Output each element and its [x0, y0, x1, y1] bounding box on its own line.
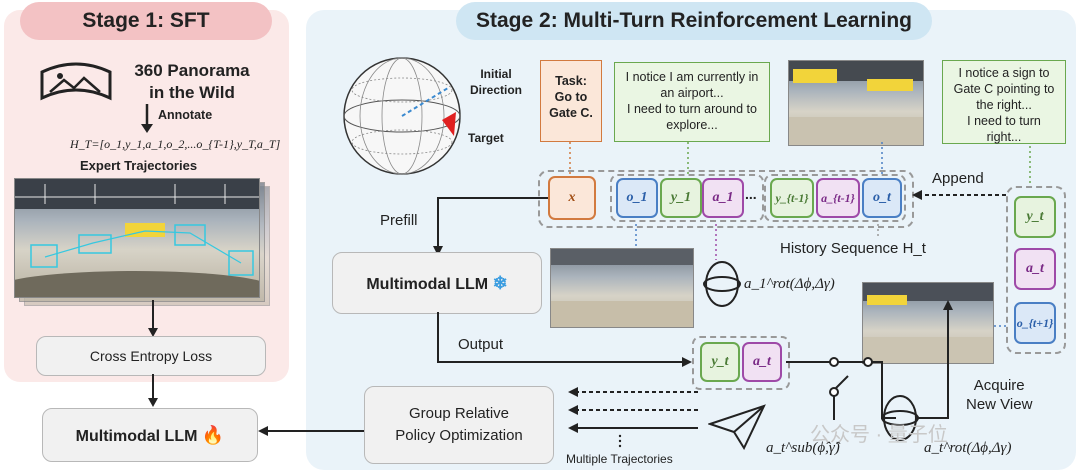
token-ot: o_t — [862, 178, 902, 218]
token-append-ot1: o_{t+1} — [1014, 302, 1056, 344]
append-arrow — [912, 190, 1006, 200]
thought1-line2: an airport... — [660, 86, 724, 100]
token-y1: y_1 — [660, 178, 702, 218]
step1-view-scene — [551, 249, 693, 327]
stage2-llm-box: Multimodal LLM ❄ — [332, 252, 542, 314]
stage2-llm-label: Multimodal LLM — [366, 276, 489, 293]
task-line2: Go to — [554, 90, 588, 104]
thought1-line1: I notice I am currently in — [625, 70, 759, 84]
thought1-line4: explore... — [666, 118, 718, 132]
task-line3: Gate C. — [549, 106, 593, 120]
current-view-scene — [789, 61, 923, 145]
snowflake-icon: ❄ — [492, 273, 508, 293]
sub-action-label: a_t^sub(ϕ̂,γ̂) — [766, 440, 840, 456]
step1-group — [610, 174, 764, 222]
prefill-label: Prefill — [380, 212, 418, 229]
panorama-icon — [40, 62, 112, 101]
rotation-icon-2 — [881, 395, 919, 441]
grpo-box: Group Relative Policy Optimization — [364, 386, 554, 464]
stage2-title: Stage 2: Multi-Turn Reinforcement Learni… — [456, 2, 932, 40]
switch-diagram — [786, 300, 953, 420]
step1-view-image — [550, 248, 694, 328]
grpo-line2: Policy Optimization — [395, 427, 523, 444]
step-t-group — [764, 174, 906, 222]
append-group — [1006, 186, 1066, 354]
trajectory-formula: H_T=[o_1,y_1,a_1,o_2,...o_{T-1},y_T,a_T] — [70, 137, 281, 151]
token-o1: o_1 — [616, 178, 658, 218]
annotate-arrow — [141, 104, 153, 133]
stage1-llm-box: Multimodal LLM 🔥 — [42, 408, 258, 462]
thought2-line4: I need to turn — [967, 114, 1041, 128]
history-sequence-label: History Sequence H_t — [780, 240, 926, 257]
target-label: Target — [468, 131, 504, 145]
token-y-t-1: y_{t-1} — [770, 178, 814, 218]
grpo-to-llm-arrow — [258, 426, 364, 436]
panorama-label-line2: in the Wild — [149, 83, 235, 102]
token-a-t-1: a_{t-1} — [816, 178, 860, 218]
new-view-image — [862, 282, 994, 364]
trajectory-arrows — [568, 387, 698, 448]
prefill-arrow — [433, 197, 548, 256]
acquire-new-view-label: Acquire New View — [966, 376, 1032, 414]
rot-action-t-label: a_t^rot(Δϕ,Δγ) — [924, 440, 1012, 456]
connector-lines — [569, 142, 1031, 327]
acquire-line2: New View — [966, 396, 1033, 413]
annotate-label: Annotate — [158, 108, 213, 122]
initial-direction-line1: Initial — [480, 67, 512, 81]
output-label: Output — [458, 336, 504, 353]
acquire-line1: Acquire — [973, 377, 1025, 394]
thought1-line3: I need to turn around to — [627, 102, 757, 116]
task-bubble: Task: Go to Gate C. — [540, 60, 602, 142]
task-line1: Task: — [555, 74, 587, 88]
expert-trajectories-label: Expert Trajectories — [80, 158, 198, 173]
token-append-at: a_t — [1014, 248, 1056, 290]
append-label: Append — [932, 170, 984, 187]
fire-icon: 🔥 — [201, 425, 225, 445]
rotation-icon-1 — [703, 261, 741, 307]
panorama-image — [14, 178, 260, 298]
thought2-line3: the right... — [976, 98, 1032, 112]
watermark: 公众号 · 量子位 — [810, 424, 948, 446]
token-output-yt: y_t — [700, 342, 740, 382]
token-x: x — [548, 176, 596, 220]
initial-direction-label: Initial Direction — [470, 66, 522, 98]
token-output-at: a_t — [742, 342, 782, 382]
panorama-scene — [15, 179, 259, 297]
initial-direction-line2: Direction — [470, 83, 523, 97]
token-append-yt: y_t — [1014, 196, 1056, 238]
current-view-image — [788, 60, 924, 146]
arrow-to-loss — [148, 300, 158, 337]
panorama-label: 360 Panorama in the Wild — [128, 60, 256, 104]
thought2-line5: right... — [986, 130, 1022, 144]
panorama-label-line1: 360 Panorama — [134, 61, 250, 80]
multiple-trajectories-label: Multiple Trajectories — [566, 452, 673, 466]
ellipsis: ... — [745, 186, 757, 202]
grpo-line1: Group Relative — [408, 405, 510, 422]
output-arrow — [437, 312, 692, 367]
rot-action-1-label: a_1^rot(Δϕ,Δγ) — [744, 276, 835, 292]
thought2-line1: I notice a sign to — [958, 66, 1050, 80]
thought-bubble-1: I notice I am currently in an airport...… — [614, 62, 770, 142]
stage1-title: Stage 1: SFT — [20, 2, 272, 40]
sphere-diagram — [343, 57, 461, 175]
cross-entropy-loss-box: Cross Entropy Loss — [36, 336, 266, 376]
new-view-scene — [863, 283, 993, 363]
thought-bubble-2: I notice a sign to Gate C pointing to th… — [942, 60, 1066, 144]
thought2-line2: Gate C pointing to — [953, 82, 1055, 96]
token-a1: a_1 — [702, 178, 744, 218]
paper-plane-icon — [708, 404, 766, 450]
stage1-llm-label: Multimodal LLM — [75, 428, 198, 445]
arrow-to-llm — [148, 374, 158, 407]
